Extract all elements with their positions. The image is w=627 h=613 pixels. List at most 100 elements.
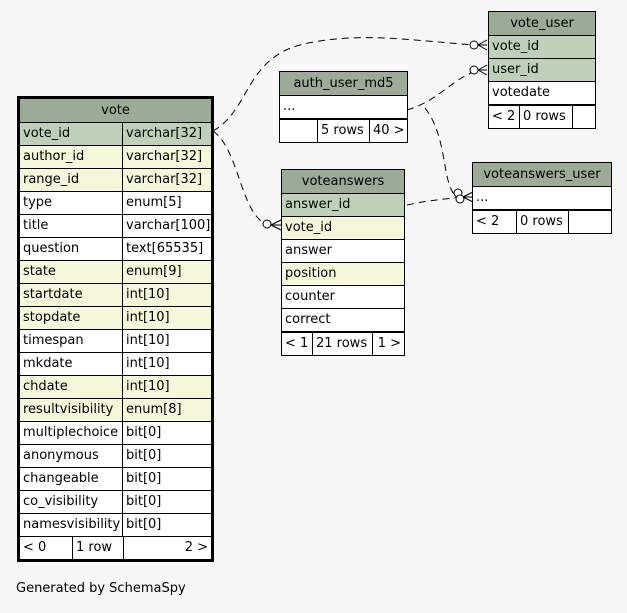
parents-count [280, 120, 318, 142]
column-type: bit[0] [126, 425, 162, 440]
table-footer: < 1 21 rows 1 > [282, 332, 404, 355]
table-row: answer_id [282, 194, 404, 217]
column-name: co_visibility [20, 491, 123, 513]
link-vote-to-vote-user [212, 37, 479, 132]
column-name: position [285, 266, 337, 281]
row-count: 5 rows [318, 120, 370, 142]
table-row: position [282, 263, 404, 286]
table-title: vote_user [489, 12, 595, 36]
children-count [569, 211, 611, 233]
table-voteanswers[interactable]: voteanswers answer_id vote_id answer pos… [281, 169, 405, 356]
column-name: ... [476, 190, 489, 205]
column-type: bit[0] [126, 448, 162, 463]
table-row: ... [280, 96, 407, 119]
link-end-voteanswers-user-b [455, 194, 465, 204]
column-type: int[10] [126, 287, 170, 302]
column-name: votedate [492, 85, 551, 100]
column-name: author_id [20, 146, 123, 168]
table-vote-user[interactable]: vote_user vote_id user_id votedate < 2 0… [488, 11, 596, 129]
link-auth-user-to-voteanswers-user [424, 107, 461, 200]
column-name: namesvisibility [20, 514, 123, 536]
column-type: bit[0] [126, 494, 162, 509]
link-vote-to-voteanswers [212, 130, 269, 226]
column-name: startdate [20, 284, 123, 306]
row-count: 0 rows [520, 106, 573, 128]
link-end-vote-user-user-id [469, 65, 479, 75]
row-count: 1 row [73, 537, 124, 559]
column-type: int[10] [126, 356, 170, 371]
column-name: vote_id [492, 39, 540, 54]
table-footer: < 2 0 rows [489, 105, 595, 128]
column-name: answer_id [285, 197, 351, 212]
link-end-voteanswers-vote-id [262, 219, 272, 229]
column-name: user_id [492, 62, 539, 77]
column-name: question [20, 238, 123, 260]
column-name: multiplechoice [20, 422, 123, 444]
column-type: text[65535] [126, 241, 204, 256]
table-row: user_id [489, 59, 595, 82]
column-name: chdate [20, 376, 123, 398]
table-title: vote [20, 99, 211, 123]
column-type: varchar[32] [126, 149, 203, 164]
table-voteanswers-user[interactable]: voteanswers_user ... < 2 0 rows [472, 162, 612, 234]
table-footer: < 2 0 rows [473, 210, 611, 233]
column-name: state [20, 261, 123, 283]
parents-count: < 2 [489, 106, 520, 128]
table-title: voteanswers_user [473, 163, 611, 187]
column-name: counter [285, 289, 336, 304]
column-name: mkdate [20, 353, 123, 375]
column-name: resultvisibility [20, 399, 123, 421]
table-row: ... [473, 187, 611, 210]
column-name: anonymous [20, 445, 123, 467]
column-name: correct [285, 312, 331, 327]
generated-by-label: Generated by SchemaSpy [16, 581, 186, 596]
column-name: type [20, 192, 123, 214]
parents-count: < 1 [282, 333, 313, 355]
table-auth-user-md5[interactable]: auth_user_md5 ... 5 rows 40 > [279, 71, 408, 143]
table-row: vote_id [282, 217, 404, 240]
column-type: varchar[100] [126, 218, 211, 233]
link-end-vote-user-vote-id [469, 40, 479, 50]
column-type: bit[0] [126, 471, 162, 486]
table-row: answer [282, 240, 404, 263]
column-name: range_id [20, 169, 123, 191]
column-type: int[10] [126, 333, 170, 348]
table-title: voteanswers [282, 170, 404, 194]
children-count [573, 106, 595, 128]
column-type: int[10] [126, 379, 170, 394]
table-footer: 5 rows 40 > [280, 119, 407, 142]
table-footer: < 0 1 row 2 > [20, 537, 211, 559]
table-row: vote_id [489, 36, 595, 59]
parents-count: < 2 [473, 211, 517, 233]
children-count: 40 > [373, 123, 405, 138]
column-name: stopdate [20, 307, 123, 329]
link-auth-user-to-vote-user [406, 69, 479, 111]
column-type: enum[8] [126, 402, 182, 417]
column-name: answer [285, 243, 332, 258]
children-count: 1 > [377, 336, 401, 351]
column-type: varchar[32] [126, 172, 203, 187]
row-count: 0 rows [517, 211, 569, 233]
table-row: counter [282, 286, 404, 309]
table-title: auth_user_md5 [280, 72, 407, 96]
column-type: enum[5] [126, 195, 182, 210]
column-name: vote_id [20, 123, 123, 145]
column-name: timespan [20, 330, 123, 352]
